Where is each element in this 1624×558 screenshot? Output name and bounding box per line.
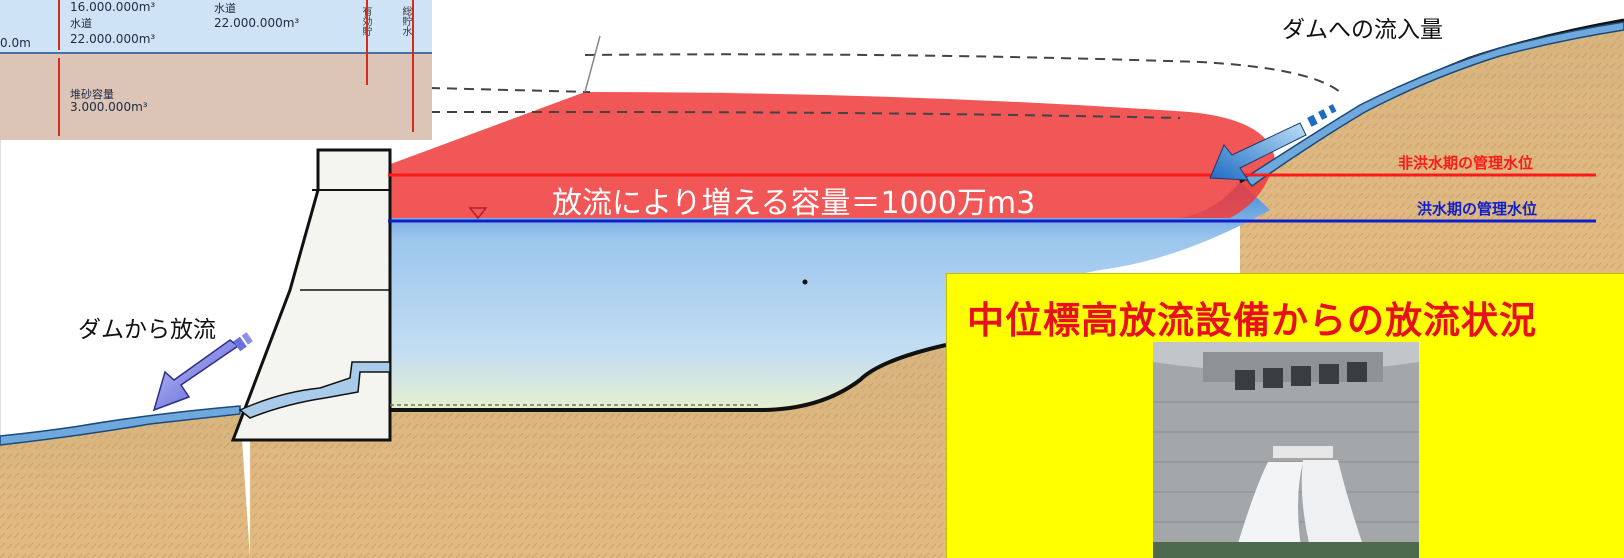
inset-arrow-total (412, 0, 414, 132)
capacity-inset: 16.000.000m³ 水道 22.000.000m³ 水道 22.000.0… (0, 0, 432, 140)
river-inflow (1243, 21, 1624, 188)
outflow-arrow-icon (152, 332, 253, 412)
inset-sediment-label: 堆砂容量 (70, 88, 114, 101)
capacity-label: 放流により増える容量＝1000万m3 (552, 186, 1036, 221)
inset-left-label: 水道 (70, 17, 92, 30)
inflow-label: ダムへの流入量 (1282, 17, 1443, 43)
inset-water-area (0, 0, 432, 52)
inset-effective-label: 有効貯 (358, 6, 373, 36)
level-marker-icon (468, 207, 488, 220)
outlet-pipe (238, 361, 391, 419)
inset-mid-label: 水道 (214, 2, 236, 15)
inset-elevation: 0.0m (0, 36, 31, 50)
inset-arrow-effective (366, 0, 368, 85)
dam-discharge-photo (1153, 342, 1419, 558)
photo-panel-title: 中位標高放流設備からの放流状況 (967, 299, 1537, 342)
river-downstream (0, 405, 241, 446)
inset-mid-value: 22.000.000m³ (214, 16, 300, 30)
inset-total-label: 総貯水 (400, 6, 411, 36)
inset-divider (0, 52, 432, 54)
inset-arrow-left (58, 0, 60, 50)
flood-capacity-region (388, 92, 1275, 218)
inset-arrow-sediment (58, 58, 60, 136)
inset-left-value2: 22.000.000m³ (70, 32, 156, 46)
inset-left-value: 16.000.000m³ (70, 0, 156, 14)
discharge-photo-panel: 中位標高放流設備からの放流状況 (946, 273, 1624, 558)
flood-level-label: 洪水期の管理水位 (1417, 200, 1538, 218)
reservoir-water (388, 182, 1270, 410)
inset-sediment-value: 3.000.000m³ (70, 100, 148, 114)
non-flood-level-label: 非洪水期の管理水位 (1398, 154, 1534, 172)
outflow-label: ダムから放流 (78, 317, 216, 343)
inflow-arrow-icon (1209, 104, 1337, 181)
